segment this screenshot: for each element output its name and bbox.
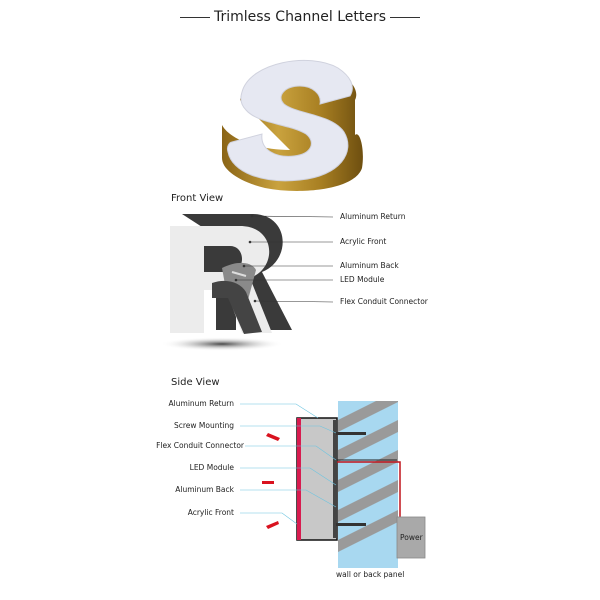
front-label-flex-conduit-connector: Flex Conduit Connector [340, 297, 428, 306]
side-label-led-module: LED Module [189, 463, 234, 472]
side-label-screw-mounting: Screw Mounting [173, 421, 234, 430]
front-label-acrylic-front: Acrylic Front [340, 237, 387, 246]
title-text: Trimless Channel Letters [213, 9, 387, 25]
page-title: Trimless Channel Letters [0, 9, 600, 25]
power-label: Power [400, 533, 423, 542]
front-label-led-module: LED Module [340, 275, 385, 284]
title-rule-left [179, 16, 210, 18]
side-label-acrylic-front: Acrylic Front [187, 508, 234, 517]
wall-label: wall or back panel [336, 570, 405, 579]
side-label-aluminum-back: Aluminum Back [175, 485, 234, 494]
title-rule-right [390, 16, 421, 18]
front-view-heading: Front View [171, 193, 224, 204]
side-label-flex-conduit-connector: Flex Conduit Connector [156, 441, 244, 450]
side-label-aluminum-return: Aluminum Return [168, 399, 234, 408]
front-label-aluminum-return: Aluminum Return [340, 212, 406, 221]
front-label-aluminum-back: Aluminum Back [340, 261, 399, 270]
side-view-heading: Side View [171, 377, 220, 388]
